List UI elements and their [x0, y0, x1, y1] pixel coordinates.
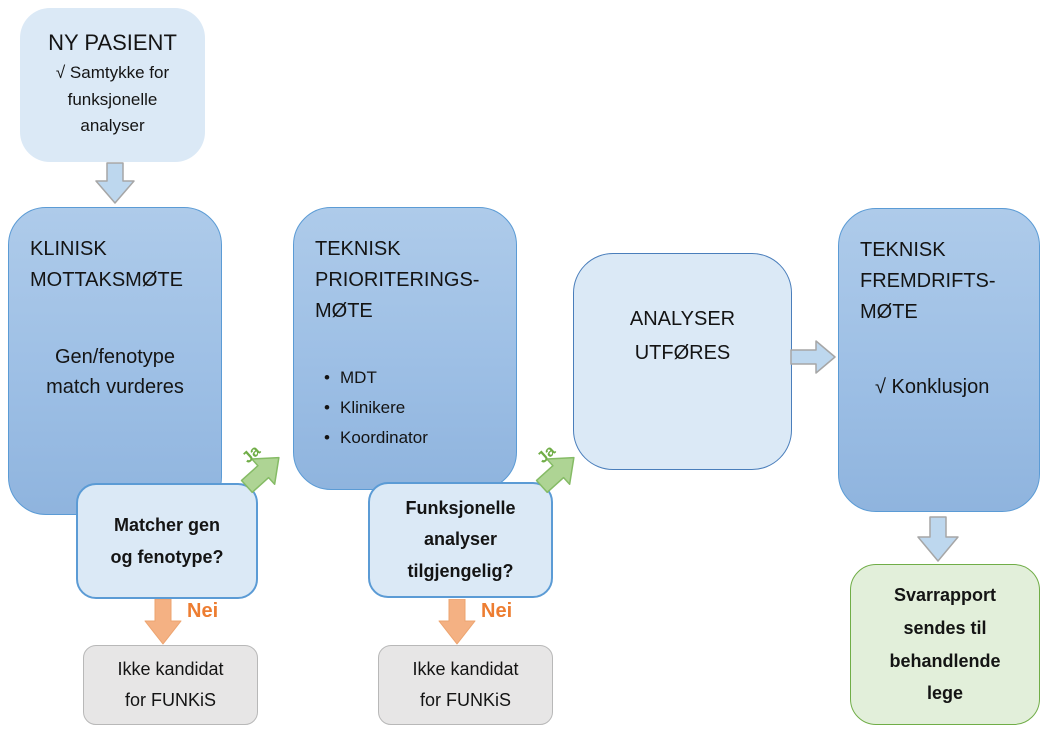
node-ikke-kandidat-2: Ikke kandidat for FUNKiS [378, 645, 553, 725]
bullet-label: MDT [340, 368, 377, 387]
node-klinisk-mottaksmote-title: KLINISK MOTTAKSMØTE [30, 238, 183, 291]
node-ny-pasient: NY PASIENT √ Samtykke for funksjonelle a… [20, 8, 205, 162]
bullet-icon: • [324, 427, 330, 447]
node-funksjonelle-analyser: Funksjonelle analyser tilgjengelig? [368, 482, 553, 598]
node-teknisk-prioriteringsmote: TEKNISK PRIORITERINGS- MØTE • MDT • Klin… [293, 207, 517, 490]
bullet-label: Koordinator [340, 427, 428, 447]
node-teknisk-fremdriftsmote-title: TEKNISK FREMDRIFTS- MØTE [860, 239, 996, 323]
bullet-item: • MDT [314, 363, 516, 393]
node-teknisk-prioriteringsmote-title: TEKNISK PRIORITERINGS- MØTE [315, 238, 480, 322]
bullet-item: • Koordinator [314, 423, 516, 453]
node-klinisk-mottaksmote-body: Gen/fenotype match vurderes [46, 346, 184, 398]
ja-arrow-icon [535, 456, 575, 494]
bullet-icon: • [324, 368, 330, 387]
bullet-item: • Klinikere [314, 393, 516, 423]
arrow-down-icon [917, 516, 959, 562]
node-ikke-kandidat-1: Ikke kandidat for FUNKiS [83, 645, 258, 725]
bullet-label: Klinikere [340, 397, 406, 417]
node-teknisk-fremdriftsmote-body: √ Konklusjon [875, 376, 990, 398]
arrow-down-icon [95, 162, 135, 204]
node-teknisk-prioriteringsmote-bullets: • MDT • Klinikere • Koordinator [294, 363, 516, 452]
bullet-icon: • [324, 397, 330, 417]
arrow-right-icon [790, 340, 836, 374]
nei-label-1: Nei [187, 600, 219, 622]
ja-arrow-icon [240, 456, 280, 494]
node-ny-pasient-title: NY PASIENT [48, 30, 177, 56]
node-klinisk-mottaksmote: KLINISK MOTTAKSMØTE Gen/fenotype match v… [8, 207, 222, 515]
node-analyser-utfores: ANALYSER UTFØRES [573, 253, 792, 470]
node-matcher-gen-fenotype: Matcher gen og fenotype? [76, 483, 258, 599]
nei-label-2: Nei [481, 600, 513, 622]
node-teknisk-fremdriftsmote: TEKNISK FREMDRIFTS- MØTE √ Konklusjon [838, 208, 1040, 512]
node-ny-pasient-subtitle: √ Samtykke for funksjonelle analyser [55, 63, 170, 136]
node-svarrapport: Svarrapport sendes til behandlende lege [850, 564, 1040, 725]
nei-arrow-icon [144, 599, 182, 645]
nei-arrow-icon [438, 599, 476, 645]
